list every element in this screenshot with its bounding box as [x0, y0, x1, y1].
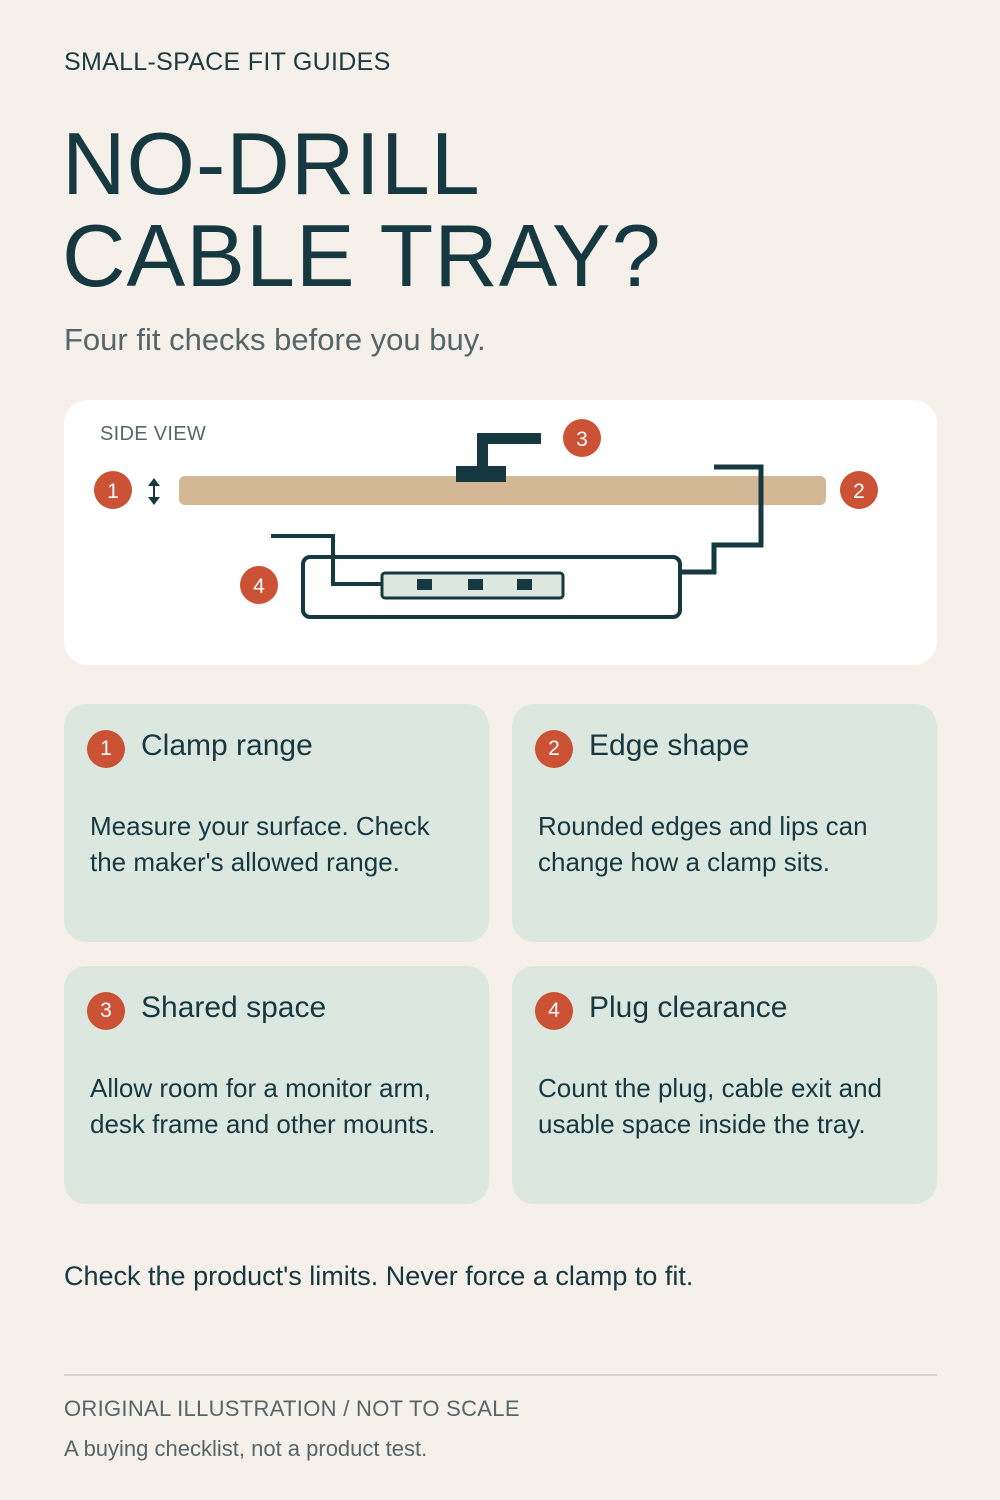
card-number-badge: 2	[535, 730, 573, 768]
card-clamp-range: 1 Clamp range Measure your surface. Chec…	[64, 704, 489, 942]
card-number-badge: 4	[535, 992, 573, 1030]
cable-tray	[301, 555, 682, 619]
card-heading: Clamp range	[141, 729, 313, 762]
title-line-1: NO-DRILL	[62, 114, 481, 213]
marker-4: 4	[240, 566, 278, 604]
diagram-illustration: 1 2 3 4	[94, 419, 878, 619]
card-body: Allow room for a monitor arm, desk frame…	[90, 1073, 436, 1139]
thickness-arrow-icon	[148, 478, 160, 505]
outlet-2	[468, 579, 483, 590]
diagram-label: SIDE VIEW	[100, 423, 207, 445]
outlet-1	[417, 579, 432, 590]
marker-4-label: 4	[253, 575, 265, 598]
card-heading: Plug clearance	[589, 991, 788, 1024]
card-number-badge: 1	[87, 730, 125, 768]
page-title: NO-DRILL CABLE TRAY?	[62, 118, 662, 302]
safety-note: Check the product's limits. Never force …	[64, 1261, 694, 1291]
marker-3-label: 3	[576, 428, 588, 451]
series-label: SMALL-SPACE FIT GUIDES	[64, 48, 391, 76]
footer-tagline: A buying checklist, not a product test.	[64, 1436, 428, 1461]
card-edge-shape: 2 Edge shape Rounded edges and lips can …	[512, 704, 937, 942]
monitor-mount-icon	[456, 433, 541, 482]
marker-1-label: 1	[107, 480, 119, 503]
side-view-diagram: SIDE VIEW 1	[64, 400, 937, 665]
card-body: Count the plug, cable exit and usable sp…	[538, 1073, 883, 1139]
card-plug-clearance: 4 Plug clearance Count the plug, cable e…	[512, 966, 937, 1204]
card-shared-space: 3 Shared space Allow room for a monitor …	[64, 966, 489, 1204]
marker-3: 3	[563, 419, 601, 457]
cable-line	[271, 534, 382, 586]
desk-surface	[179, 476, 826, 505]
marker-2-label: 2	[853, 480, 865, 503]
card-heading: Shared space	[141, 991, 327, 1024]
card-heading: Edge shape	[589, 729, 750, 762]
card-number-badge: 3	[87, 992, 125, 1030]
marker-2: 2	[840, 471, 878, 509]
card-body: Measure your surface. Check the maker's …	[90, 811, 430, 877]
illustration-credit: ORIGINAL ILLUSTRATION / NOT TO SCALE	[64, 1396, 520, 1421]
page-subtitle: Four fit checks before you buy.	[64, 322, 486, 357]
edge-clamp	[682, 464, 764, 575]
marker-1: 1	[94, 471, 132, 509]
title-line-2: CABLE TRAY?	[62, 206, 662, 305]
card-body: Rounded edges and lips can change how a …	[538, 811, 868, 877]
outlet-3	[517, 579, 532, 590]
footer-divider	[64, 1374, 937, 1376]
